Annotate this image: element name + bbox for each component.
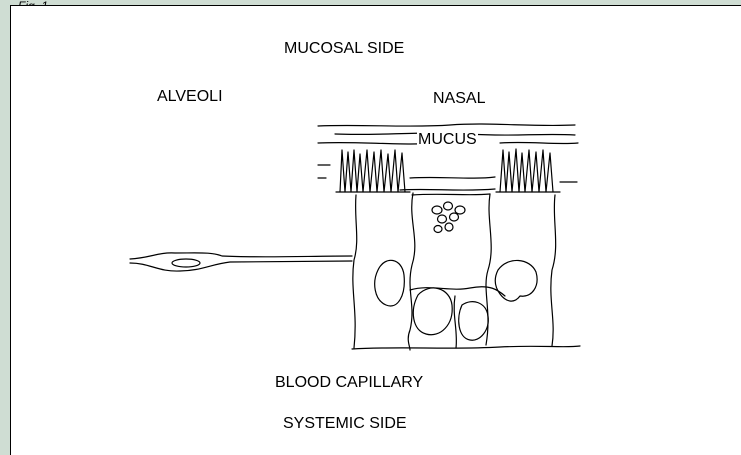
cilia-right [496,149,560,192]
mucus-label: MUCUS [417,131,478,149]
secretory-granules [432,202,465,233]
alveolar-cell [130,253,352,271]
systemic-side-label: SYSTEMIC SIDE [283,415,407,433]
basement-membrane [352,346,580,349]
mucosal-side-label: MUCOSAL SIDE [284,40,404,58]
alveoli-label: ALVEOLI [157,88,223,106]
nasal-label: NASAL [433,90,485,108]
epithelial-cells [353,193,556,350]
blood-capillary-label: BLOOD CAPILLARY [275,374,423,392]
cilia-left [336,150,410,192]
